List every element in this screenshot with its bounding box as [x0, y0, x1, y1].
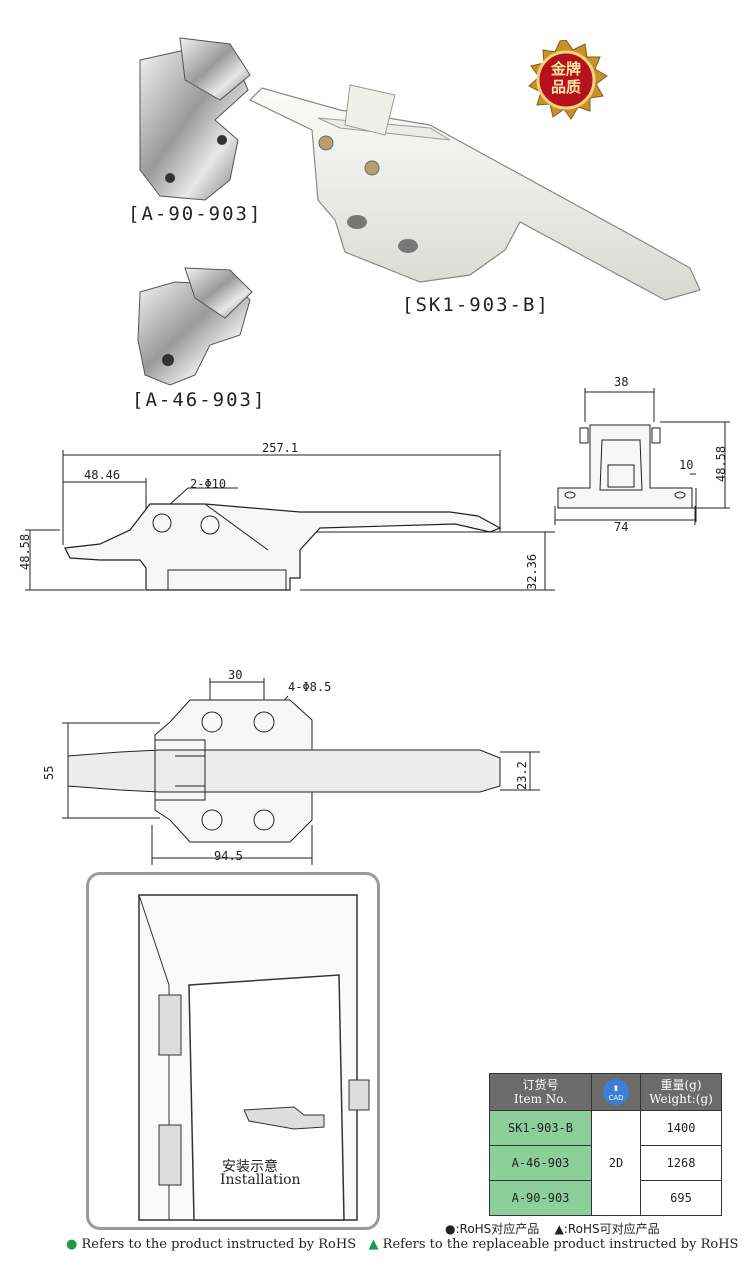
installation-panel	[86, 872, 380, 1230]
legend-cn: ●:RoHS对应产品 ▲:RoHS可对应产品	[445, 1220, 660, 1237]
item-cell: A-90-903	[489, 1180, 592, 1216]
dim-width: 55	[42, 765, 56, 780]
badge-seal-icon	[528, 39, 608, 120]
dim-height-left: 48.58	[18, 533, 32, 570]
sk1-handle-image	[248, 84, 701, 301]
header-weight-cn: 重量(g)	[660, 1078, 702, 1092]
table-row: A-90-903 695	[489, 1180, 722, 1216]
a46-strike-image	[137, 267, 253, 386]
header-item-en: Item No.	[513, 1092, 568, 1106]
product-label-a90: [A-90-903]	[128, 203, 263, 225]
spec-table: 订货号 Item No. ▮CAD 重量(g) Weight:(g) SK1-9…	[489, 1073, 722, 1216]
dim-base-length: 94.5	[214, 849, 243, 863]
dim-holes-side: 2-Φ10	[190, 477, 227, 491]
installation-label-cn: 安装示意	[222, 1159, 278, 1175]
replaceable-triangle-icon: ▲	[368, 1237, 379, 1252]
table-row: A-46-903 1268	[489, 1145, 722, 1181]
header-weight: 重量(g) Weight:(g)	[640, 1073, 722, 1111]
dim-base-width: 74	[614, 520, 629, 534]
weight-cell: 695	[640, 1180, 722, 1216]
cad-icon-label: CAD	[608, 1094, 624, 1102]
product-label-sk1: [SK1-903-B]	[402, 294, 550, 316]
table-row: SK1-903-B 2D 1400	[489, 1110, 722, 1216]
weight-cell: 1268	[640, 1145, 722, 1181]
dim-hole-spacing: 30	[228, 668, 243, 682]
dim-offset: 48.46	[84, 468, 121, 482]
legend-replaceable-en: Refers to the replaceable product instru…	[382, 1237, 739, 1252]
dim-overall-length: 257.1	[262, 441, 299, 455]
weight-cell: 1400	[640, 1110, 722, 1146]
badge-line-2: 品质	[550, 78, 581, 96]
product-renderings	[137, 37, 701, 386]
dim-handle-width: 23.2	[515, 761, 529, 790]
legend-replaceable-cn: ▲:RoHS可对应产品	[554, 1222, 660, 1236]
legend-en: ● Refers to the product instructed by Ro…	[66, 1237, 738, 1252]
dim-height-right: 32.36	[525, 553, 539, 590]
header-cad: ▮CAD	[591, 1073, 641, 1111]
installation-label-en: Installation	[220, 1172, 301, 1188]
dim-step: 10	[679, 458, 694, 472]
a90-strike-image	[139, 37, 251, 201]
cad-cell: 2D	[591, 1110, 641, 1216]
header-item: 订货号 Item No.	[489, 1073, 592, 1111]
header-weight-en: Weight:(g)	[649, 1092, 713, 1106]
item-cell: SK1-903-B	[489, 1110, 592, 1146]
dim-top-width: 38	[614, 375, 629, 389]
table-header-row: 订货号 Item No. ▮CAD 重量(g) Weight:(g)	[489, 1073, 722, 1111]
dim-holes-top: 4-Φ8.5	[288, 680, 332, 694]
header-item-cn: 订货号	[522, 1078, 559, 1092]
side-view-drawing	[25, 450, 555, 591]
badge-text: 金牌 品质	[548, 60, 584, 96]
cad-icon: ▮CAD	[603, 1079, 629, 1105]
top-view-drawing	[62, 678, 540, 865]
product-label-a46: [A-46-903]	[132, 389, 267, 411]
cabinet-illustration	[138, 894, 370, 1221]
quality-badge: 金牌 品质	[524, 39, 608, 124]
legend-rohs-en: Refers to the product instructed by RoHS	[81, 1237, 357, 1252]
item-cell: A-46-903	[489, 1145, 592, 1181]
badge-line-1: 金牌	[550, 60, 581, 78]
end-view-drawing	[554, 388, 730, 525]
legend-rohs-cn: ●:RoHS对应产品	[445, 1222, 540, 1236]
rohs-dot-icon: ●	[66, 1237, 78, 1252]
dim-end-height: 48.58	[714, 445, 728, 482]
